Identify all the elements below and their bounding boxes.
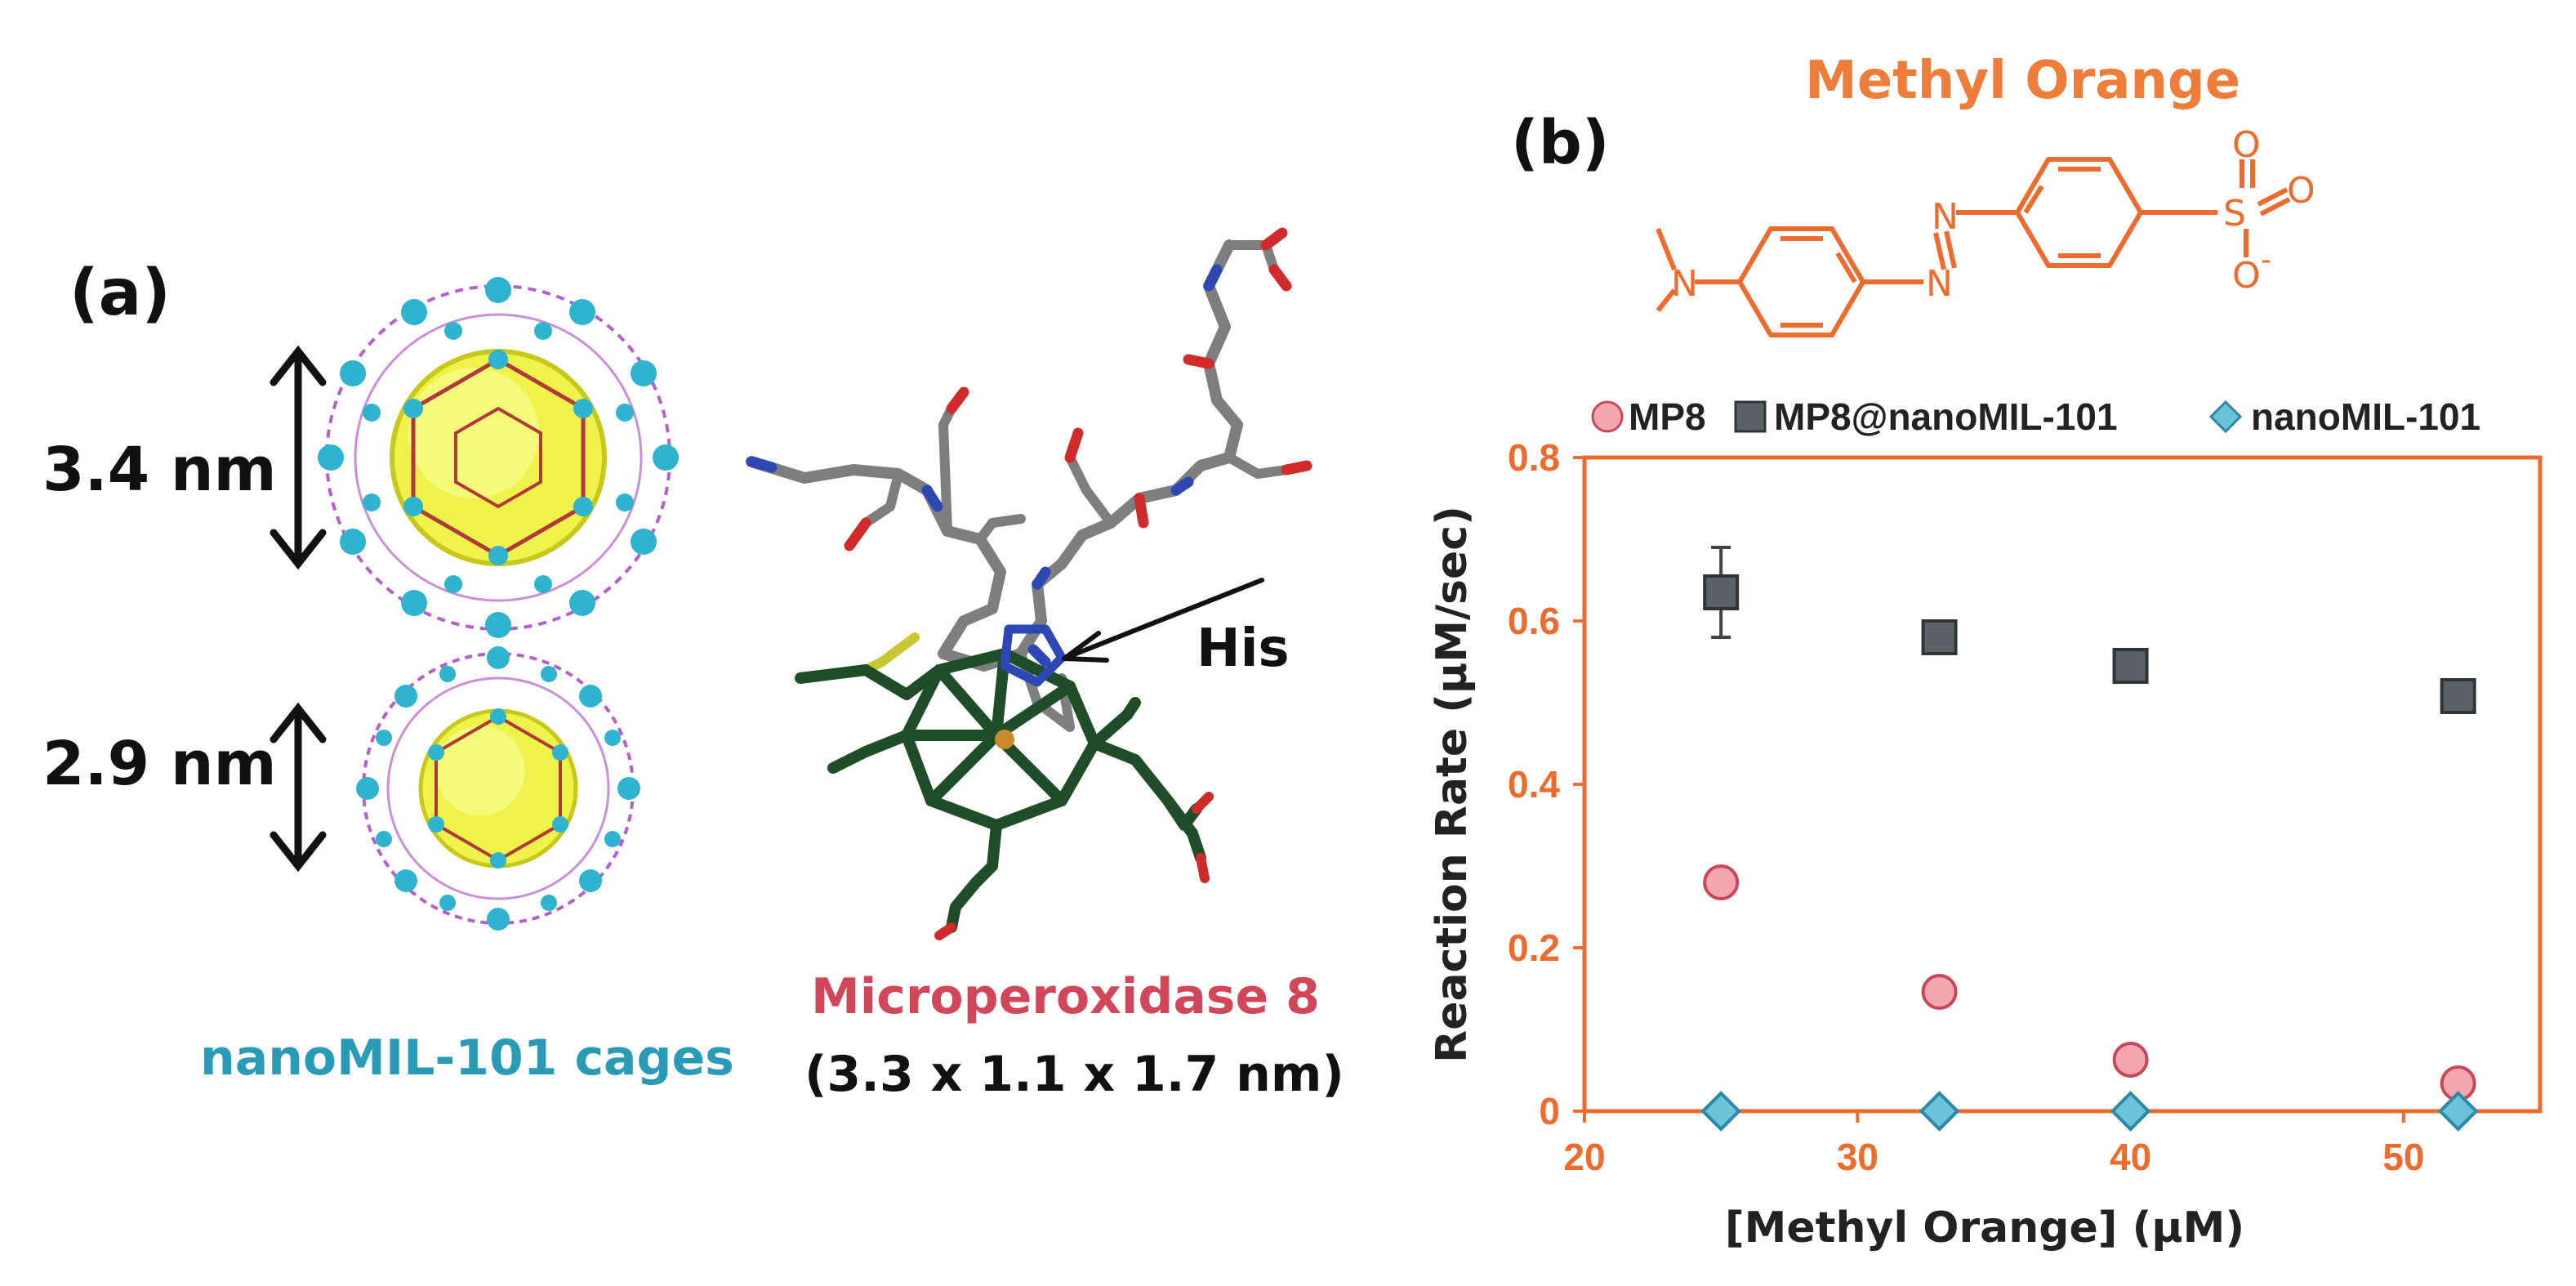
y-tick-label: 0.8: [1508, 436, 1560, 479]
cages-caption: nanoMIL-101 cages: [200, 1029, 734, 1087]
legend-item-nanomil: nanoMIL-101: [2208, 395, 2480, 438]
legend-label-mp8: MP8: [1629, 395, 1706, 438]
atom-s: S: [2223, 193, 2246, 234]
x-tick-label: 20: [1563, 1136, 1605, 1178]
methyl-orange-atoms: N N N S O O O -: [1671, 124, 2315, 305]
x-tick-label: 30: [1837, 1136, 1879, 1178]
enzyme-name: Microperoxidase 8: [811, 968, 1320, 1025]
enzyme-structure-image: [746, 227, 1313, 940]
data-point-composite: [2440, 678, 2476, 714]
x-tick-label: 50: [2382, 1136, 2424, 1178]
chart-legend: MP8 MP8@nanoMIL-101 nanoMIL-101: [1591, 395, 2480, 438]
atom-n-azo-2: N: [1932, 196, 1959, 238]
plot-area: [1582, 455, 2543, 1114]
panel-a-label: (a): [69, 257, 171, 330]
large-cage-image: [318, 277, 679, 638]
data-point-mp8: [1703, 864, 1740, 900]
data-point-mp8: [1921, 974, 1958, 1010]
panel-b-label: (b): [1511, 108, 1610, 178]
data-point-composite: [1921, 619, 1958, 655]
data-point-composite: [2112, 648, 2149, 684]
atom-o-3: O: [2232, 255, 2261, 297]
data-marks: [1700, 546, 2479, 1132]
legend-marker-mp8: [1591, 400, 1624, 433]
methyl-orange-structure: [1656, 157, 2291, 337]
atom-n-azo-1: N: [1926, 263, 1953, 305]
legend-marker-nanomil: [2208, 400, 2243, 434]
legend-item-mp8: MP8: [1591, 395, 1706, 438]
x-tick-label: 40: [2110, 1136, 2151, 1178]
atom-o-1: O: [2232, 124, 2261, 166]
data-point-nanomil: [1919, 1091, 1960, 1132]
data-point-nanomil: [2110, 1091, 2151, 1132]
atom-n-amine: N: [1671, 263, 1698, 305]
y-tick-label: 0.4: [1508, 763, 1560, 806]
size-arrow-large: [270, 345, 327, 570]
atom-o-2: O: [2287, 170, 2315, 212]
his-label: His: [1197, 618, 1290, 679]
y-tick-label: 0.6: [1508, 600, 1560, 642]
data-point-nanomil: [1700, 1091, 1741, 1132]
y-axis-label: Reaction Rate (μM/sec): [1428, 506, 1477, 1063]
enzyme-dimensions: (3.3 x 1.1 x 1.7 nm): [804, 1046, 1344, 1103]
legend-label-nanomil: nanoMIL-101: [2251, 395, 2480, 438]
y-tick-label: 0.2: [1508, 927, 1560, 969]
x-axis-label: [Methyl Orange] (μM): [1725, 1203, 2244, 1253]
y-tick-label: 0: [1539, 1090, 1560, 1132]
size-arrow-small: [270, 702, 327, 873]
cage-small-size: 2.9 nm: [42, 729, 277, 799]
y-axis-ticks: 0 0.2 0.4 0.6 0.8: [1508, 436, 1584, 1132]
legend-item-composite: MP8@nanoMIL-101: [1734, 395, 2118, 438]
data-point-composite: [1703, 574, 1740, 610]
legend-label-composite: MP8@nanoMIL-101: [1774, 395, 2118, 438]
data-point-nanomil: [2437, 1091, 2479, 1132]
data-point-mp8: [2112, 1042, 2149, 1078]
small-cage-image: [356, 646, 640, 931]
panel-a: (a) 3.4 nm 2.9 nm: [42, 227, 1344, 1103]
panel-b: (b) Methyl Orange N: [1428, 51, 2543, 1253]
atom-charge: -: [2261, 243, 2271, 277]
molecule-title: Methyl Orange: [1805, 51, 2240, 111]
x-axis-ticks: 20 30 40 50: [1563, 1111, 2424, 1178]
cage-large-size: 3.4 nm: [42, 435, 277, 505]
legend-marker-composite: [1734, 400, 1767, 433]
